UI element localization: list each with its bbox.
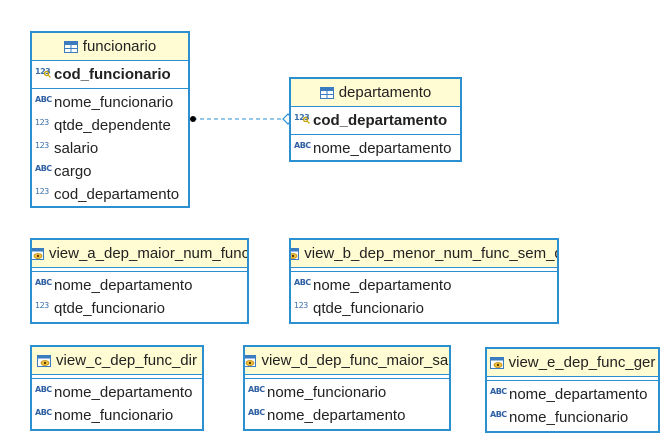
view-icon [489,356,504,369]
empty-key-section [291,268,557,272]
column-name: cod_departamento [313,112,448,129]
string-type-icon: ABC [35,385,52,394]
numeric-type-icon: 123 [35,187,49,196]
table-icon [63,40,78,53]
key-icon [303,117,310,124]
entity-header[interactable]: view_a_dep_maior_num_func [32,240,247,268]
column-name: nome_funcionario [54,94,174,111]
column-row[interactable]: 123 qtde_dependente [32,114,188,137]
numeric-type-icon: 123 [35,301,49,310]
entity-header[interactable]: funcionario [32,33,188,61]
string-type-icon: ABC [35,408,52,417]
relationship-many-end [190,116,196,122]
column-name: qtde_funcionario [54,300,165,317]
view-icon [37,354,52,367]
column-name: cargo [54,163,92,180]
entity-title: view_e_dep_func_ger [508,354,656,371]
column-row[interactable]: 123 qtde_funcionario [32,297,247,320]
entity-title: view_a_dep_maior_num_func [48,245,247,262]
numeric-type-icon: 123 [294,113,310,124]
string-type-icon: ABC [490,387,507,396]
column-name: nome_funcionario [267,384,387,401]
string-type-icon: ABC [35,95,52,104]
entity-title: view_d_dep_func_maior_sal [261,352,449,369]
column-row[interactable]: 123 qtde_funcionario [291,297,557,320]
view-icon [32,247,44,260]
key-icon [44,71,51,78]
column-name: nome_departamento [54,277,193,294]
empty-key-section [32,268,247,272]
column-name: nome_departamento [313,277,452,294]
entity-header[interactable]: view_e_dep_func_ger [487,349,658,377]
string-type-icon: ABC [35,278,52,287]
column-name: nome_departamento [54,384,193,401]
string-type-icon: ABC [248,408,265,417]
empty-key-section [32,375,202,379]
column-name: nome_departamento [267,407,406,424]
string-type-icon: ABC [490,410,507,419]
column-name: cod_departamento [54,186,180,203]
entity-title: view_b_dep_menor_num_func_sem_d [304,245,557,262]
column-name: qtde_funcionario [313,300,424,317]
string-type-icon: ABC [294,141,311,150]
table-icon [319,86,334,99]
string-type-icon: ABC [248,385,265,394]
entity-header[interactable]: departamento [291,79,460,107]
view-icon [291,247,300,260]
column-row[interactable]: 123 salario [32,137,188,160]
entity-header[interactable]: view_c_dep_func_dir [32,347,202,375]
numeric-type-icon: 123 [294,301,308,310]
column-name: nome_departamento [313,140,452,157]
view-icon [245,354,257,367]
column-name: nome_funcionario [54,407,174,424]
entity-title: view_c_dep_func_dir [56,352,197,369]
numeric-type-icon: 123 [35,118,49,127]
column-row[interactable]: 123 cod_departamento [32,183,188,206]
column-name: salario [54,140,99,157]
numeric-type-icon: 123 [35,141,49,150]
entity-title: funcionario [82,38,157,55]
column-name: qtde_dependente [54,117,171,134]
empty-key-section [487,377,658,381]
string-type-icon: ABC [35,164,52,173]
numeric-type-icon: 123 [35,67,51,78]
column-name: nome_funcionario [509,409,629,426]
column-name: nome_departamento [509,386,648,403]
entity-header[interactable]: view_d_dep_func_maior_sal [245,347,449,375]
column-name: cod_funcionario [54,66,171,83]
entity-title: departamento [338,84,432,101]
string-type-icon: ABC [294,278,311,287]
entity-header[interactable]: view_b_dep_menor_num_func_sem_d [291,240,557,268]
empty-key-section [245,375,449,379]
